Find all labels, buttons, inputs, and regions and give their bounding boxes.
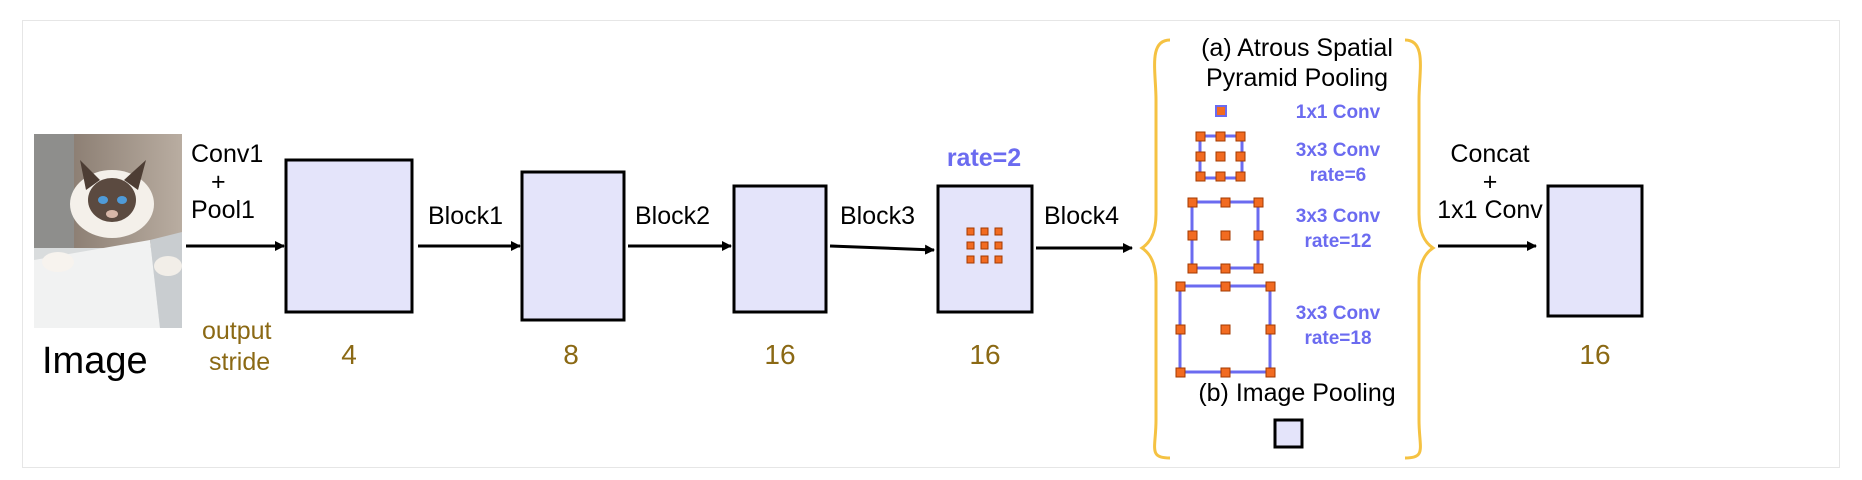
aspp-branch-4-label: 3x3 Conv (1296, 303, 1381, 324)
output-feature-map (1546, 184, 1644, 318)
image-pooling-box (1273, 418, 1304, 449)
concat-label-line1: Concat (1450, 140, 1529, 168)
concat-label-line2: + (1483, 168, 1498, 196)
feature-map-1 (284, 158, 414, 314)
stride-caption-line2: stride (209, 348, 270, 376)
stem-label-line3: Pool1 (191, 196, 255, 224)
block-label-1: Block1 (428, 202, 503, 230)
feature-map-3 (732, 184, 828, 314)
feature-map-2 (520, 170, 626, 322)
aspp-brace-left (1139, 38, 1171, 460)
diagram-frame (22, 20, 1840, 468)
input-image (34, 134, 182, 328)
stride-caption-line1: output (202, 317, 272, 345)
aspp-brace-right (1404, 38, 1436, 460)
aspp-title-line1: (a) Atrous Spatial (1201, 34, 1393, 62)
aspp-kernel-1x1 (1215, 105, 1227, 117)
aspp-title-line2: Pyramid Pooling (1206, 64, 1388, 92)
aspp-branch-2-label: 3x3 Conv (1296, 140, 1381, 161)
stride-value-1: 4 (341, 339, 357, 370)
aspp-branch-4-rate: rate=18 (1304, 328, 1371, 349)
stem-label-line2: + (211, 168, 226, 196)
stride-value-5: 16 (1579, 339, 1610, 370)
aspp-branch-3-label: 3x3 Conv (1296, 206, 1381, 227)
aspp-branch-1-label: 1x1 Conv (1296, 102, 1381, 123)
block-label-3: Block3 (840, 202, 915, 230)
block-label-2: Block2 (635, 202, 710, 230)
block4-rate-label: rate=2 (947, 144, 1021, 172)
stride-value-3: 16 (764, 339, 795, 370)
block-label-4: Block4 (1044, 202, 1119, 230)
stem-label-line1: Conv1 (191, 140, 263, 168)
aspp-branch-3-rate: rate=12 (1304, 231, 1371, 252)
aspp-kernel-rate6 (1195, 131, 1246, 182)
aspp-branch-2-rate: rate=6 (1310, 165, 1367, 186)
aspp-kernel-rate12 (1187, 197, 1264, 274)
stride-value-2: 8 (563, 339, 579, 370)
input-label: Image (42, 340, 148, 382)
aspp-kernel-rate18 (1175, 281, 1276, 378)
atrous-kernel-rate2 (966, 227, 1003, 264)
concat-label-line3: 1x1 Conv (1437, 196, 1543, 224)
stride-value-4: 16 (969, 339, 1000, 370)
image-pooling-label: (b) Image Pooling (1198, 379, 1395, 407)
block3-arrow (829, 244, 935, 255)
